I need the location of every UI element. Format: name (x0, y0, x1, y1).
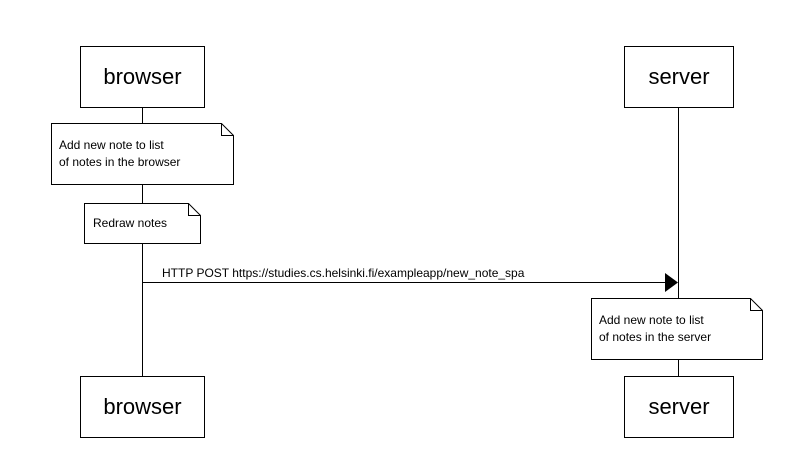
server-participant-label: server (648, 394, 710, 419)
browser-participant-label: browser (103, 394, 182, 419)
server-participant-label: server (648, 64, 710, 89)
browser-add-note: Add new note to list of notes in the bro… (51, 123, 234, 185)
http-post-message-label: HTTP POST https://studies.cs.helsinki.fi… (162, 266, 525, 280)
server-participant-bottom: server (624, 376, 734, 438)
note-shape (51, 123, 234, 185)
browser-participant-top: browser (80, 46, 205, 108)
server-lifeline (678, 107, 679, 377)
browser-participant-label: browser (103, 64, 182, 89)
server-add-note-text: Add new note to list of notes in the ser… (599, 313, 712, 344)
server-participant-top: server (624, 46, 734, 108)
server-add-note: Add new note to list of notes in the ser… (591, 298, 763, 360)
browser-add-note-text: Add new note to list of notes in the bro… (59, 138, 181, 169)
browser-participant-bottom: browser (80, 376, 205, 438)
browser-redraw-note-text: Redraw notes (93, 216, 168, 230)
arrow-head-icon (665, 273, 678, 292)
browser-redraw-note: Redraw notes (84, 203, 201, 244)
note-shape (591, 298, 763, 360)
note-shape (84, 203, 201, 244)
